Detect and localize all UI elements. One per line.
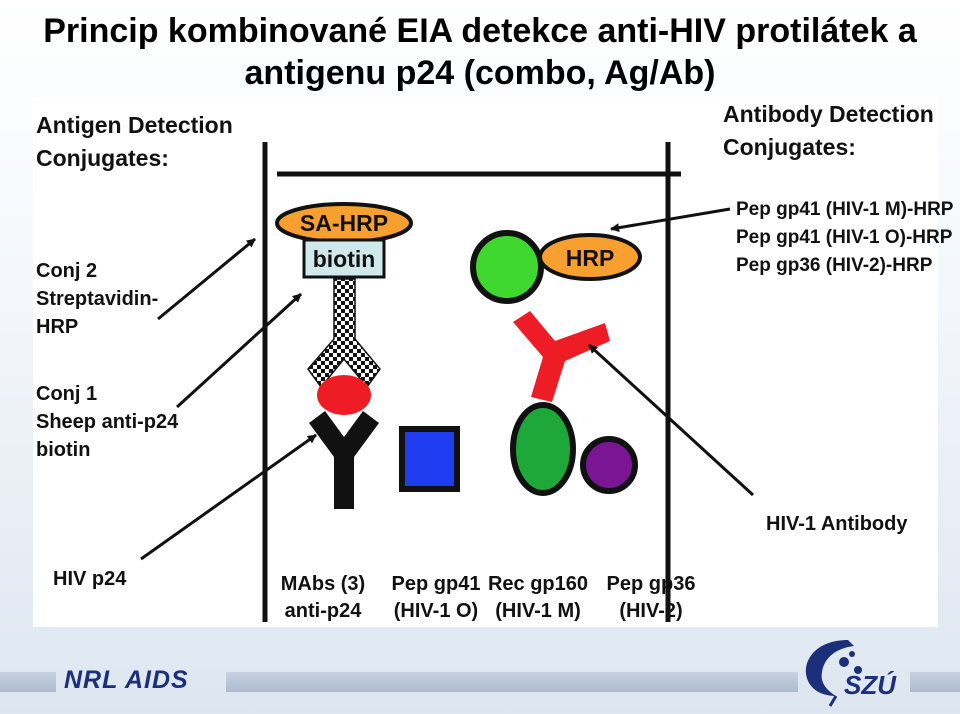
bottom-label-pep-gp36: Pep gp36 (HIV-2) — [607, 573, 696, 622]
svg-text:biotin: biotin — [313, 246, 376, 272]
svg-text:SA-HRP: SA-HRP — [300, 210, 388, 236]
svg-text:Conjugates:: Conjugates: — [723, 134, 856, 160]
arrow-conj2 — [157, 237, 256, 321]
conjugate-peptide-green — [470, 230, 544, 304]
arrow-antibody-conjugates — [610, 207, 731, 233]
title-line-1: Princip kombinované EIA detekce anti-HIV… — [43, 12, 917, 50]
biotin-box: biotin — [302, 238, 386, 279]
pep-gp41-hiv1-o-antigen — [399, 426, 460, 492]
pep-gp36-hiv2-antigen — [580, 436, 638, 494]
svg-text:Conjugates:: Conjugates: — [36, 145, 169, 171]
svg-text:Pep gp36 (HIV-2)-HRP: Pep gp36 (HIV-2)-HRP — [736, 255, 933, 276]
svg-text:Rec gp160: Rec gp160 — [488, 573, 588, 595]
svg-text:Streptavidin-: Streptavidin- — [36, 288, 158, 310]
svg-text:HRP: HRP — [566, 245, 615, 271]
rec-gp160-antigen — [510, 402, 576, 496]
combo-eia-diagram: SA-HRP biotin HRP — [36, 101, 954, 622]
hrp-label-ellipse: HRP — [538, 233, 642, 281]
szu-logo-dot-3 — [849, 651, 855, 657]
arrow-hiv1-antibody — [587, 343, 755, 497]
svg-text:Pep gp41 (HIV-1 O)-HRP: Pep gp41 (HIV-1 O)-HRP — [736, 227, 953, 248]
szu-logo-dot-2 — [854, 666, 862, 674]
footer-bar-middle — [226, 672, 798, 692]
szu-logo-stem — [828, 695, 838, 707]
nrl-aids-logo: NRL AIDS — [64, 666, 189, 694]
diagram-panel: SA-HRP biotin HRP — [33, 97, 954, 627]
bottom-label-mabs: MAbs (3) anti-p24 — [281, 573, 365, 622]
slide-title: Princip kombinované EIA detekce anti-HIV… — [0, 10, 960, 94]
svg-text:Pep gp36: Pep gp36 — [607, 573, 696, 595]
hiv-p24-antigen — [317, 375, 371, 415]
svg-text:Conj 2: Conj 2 — [36, 260, 97, 282]
svg-text:Antibody Detection: Antibody Detection — [723, 101, 934, 127]
bottom-label-rec-gp160: Rec gp160 (HIV-1 M) — [488, 573, 588, 622]
hiv1-antibody-label: HIV-1 Antibody — [766, 513, 908, 535]
svg-text:MAbs (3): MAbs (3) — [281, 573, 365, 595]
svg-text:HRP: HRP — [36, 316, 78, 338]
svg-text:(HIV-1 O): (HIV-1 O) — [394, 600, 478, 622]
svg-text:(HIV-1 M): (HIV-1 M) — [495, 600, 581, 622]
arrow-hiv-p24 — [140, 433, 317, 561]
svg-text:Antigen Detection: Antigen Detection — [36, 112, 233, 138]
sa-hrp-conjugate: SA-HRP — [275, 202, 413, 244]
szu-logo: SZÚ — [805, 640, 897, 707]
antigen-detection-header: Antigen Detection Conjugates: — [36, 112, 233, 171]
svg-text:(HIV-2): (HIV-2) — [619, 600, 682, 622]
svg-text:Pep gp41: Pep gp41 — [392, 573, 481, 595]
footer-bar-left — [0, 672, 56, 692]
footer-bar-right — [910, 672, 960, 692]
svg-text:Sheep anti-p24: Sheep anti-p24 — [36, 411, 179, 433]
szu-logo-text: SZÚ — [844, 670, 897, 700]
svg-text:Conj 1: Conj 1 — [36, 383, 97, 405]
capture-mab-antibody — [309, 411, 379, 509]
hiv1-antibody-shape — [513, 311, 610, 402]
szu-logo-swoosh — [805, 640, 854, 696]
conj2-label: Conj 2 Streptavidin- HRP — [36, 260, 158, 338]
conj1-label: Conj 1 Sheep anti-p24 biotin — [36, 383, 179, 461]
antibody-conjugates-list: Pep gp41 (HIV-1 M)-HRP Pep gp41 (HIV-1 O… — [736, 199, 954, 276]
szu-logo-dot-1 — [839, 657, 849, 667]
hiv-p24-label: HIV p24 — [53, 568, 127, 590]
sheep-anti-p24-antibody — [307, 278, 381, 389]
arrow-conj1 — [175, 292, 303, 409]
svg-text:Pep gp41 (HIV-1 M)-HRP: Pep gp41 (HIV-1 M)-HRP — [736, 199, 954, 220]
antibody-detection-header: Antibody Detection Conjugates: — [723, 101, 934, 160]
svg-text:biotin: biotin — [36, 439, 90, 461]
title-line-2: antigenu p24 (combo, Ag/Ab) — [244, 54, 716, 92]
bottom-label-pep-gp41: Pep gp41 (HIV-1 O) — [392, 573, 481, 622]
svg-text:anti-p24: anti-p24 — [285, 600, 363, 622]
